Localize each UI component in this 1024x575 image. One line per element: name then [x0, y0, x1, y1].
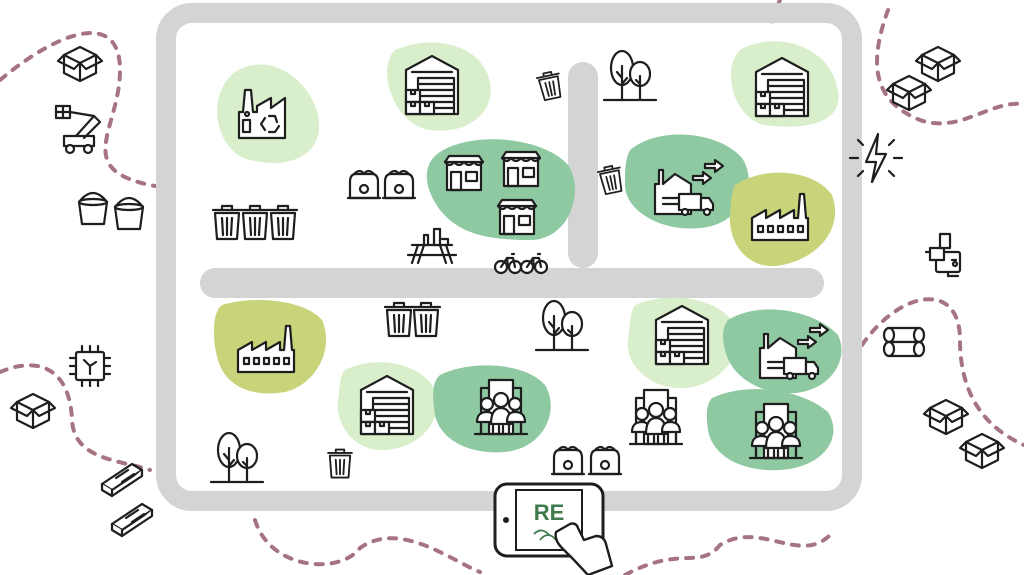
warehouse-icon — [404, 54, 460, 116]
office-people-icon — [628, 388, 684, 446]
tree-icon — [209, 431, 265, 484]
cardboard-box-icon — [9, 392, 57, 430]
fabric-roll-icon — [882, 326, 926, 358]
meat-grinder-icon — [924, 232, 962, 278]
bucket-icon — [113, 196, 145, 231]
trash-bin-icon — [383, 301, 415, 338]
road-vertical — [568, 62, 598, 268]
warehouse-icon — [654, 304, 710, 366]
grain-sack-icon — [550, 445, 586, 476]
tree-icon — [534, 299, 590, 352]
picnic-table-icon — [406, 227, 458, 265]
trash-bin-icon — [410, 301, 442, 338]
leaf-mark — [533, 529, 557, 541]
cardboard-box-icon — [922, 398, 970, 436]
zone-blobs — [213, 41, 842, 471]
trash-bin-icon — [327, 448, 353, 479]
trash-bin-icon — [239, 204, 271, 241]
grain-sack-icon — [346, 169, 382, 200]
dashed-path-bottomright — [623, 533, 832, 575]
cardboard-box-icon — [914, 45, 962, 83]
app-badge-text: RE — [534, 500, 565, 525]
trash-bin-icon — [267, 204, 299, 241]
wood-plank-icon — [110, 502, 154, 538]
grain-sack-icon — [587, 445, 623, 476]
crane-icon — [54, 104, 102, 155]
road-horizontal — [200, 268, 824, 298]
cardboard-box-icon — [56, 45, 104, 83]
warehouse-icon — [754, 56, 810, 118]
shop-icon — [500, 150, 542, 188]
warehouse-icon — [359, 374, 415, 436]
lightning-icon — [848, 132, 904, 184]
trash-bin-icon — [535, 69, 565, 102]
shop-icon — [443, 154, 485, 192]
trash-bin-icon — [596, 163, 626, 196]
trash-bin-icon — [211, 204, 243, 241]
hand-pointer — [554, 522, 614, 575]
tree-icon — [602, 49, 658, 102]
cardboard-box-icon — [958, 432, 1006, 470]
dashed-path-topright — [875, 8, 1024, 126]
dashed-path-topleft — [0, 31, 157, 188]
grain-sack-icon — [381, 169, 417, 200]
tablet-touch-icon[interactable]: RE — [493, 482, 614, 575]
dashed-path-bottom — [253, 518, 482, 574]
shop-icon — [496, 198, 538, 236]
dashed-path-leftmid — [0, 363, 152, 472]
dashed-path-right — [860, 297, 1024, 447]
bucket-icon — [77, 191, 109, 226]
wood-plank-icon — [100, 462, 144, 498]
microchip-icon — [68, 344, 112, 388]
